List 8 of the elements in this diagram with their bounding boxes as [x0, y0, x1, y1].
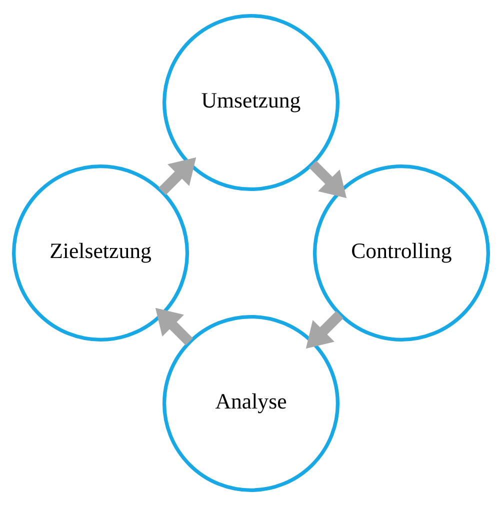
arrow	[158, 157, 196, 195]
arrow	[155, 308, 193, 346]
arrow	[306, 311, 344, 349]
node-circle: Umsetzung	[162, 14, 340, 192]
arrow	[309, 160, 347, 198]
node-circle: Analyse	[162, 314, 340, 492]
node-circle: Controlling	[312, 164, 490, 342]
node-circle: Zielsetzung	[12, 164, 190, 342]
